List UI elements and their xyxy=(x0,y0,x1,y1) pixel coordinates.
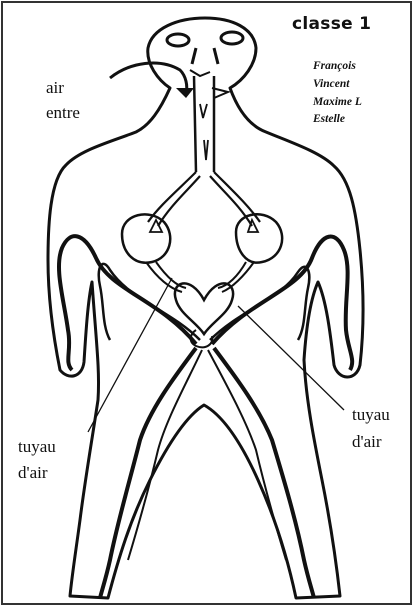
tube-left-label-line2: d'air xyxy=(18,463,48,483)
vessel-left-leg xyxy=(100,348,196,598)
vessel-right-leg xyxy=(214,348,314,598)
author-name: Estelle xyxy=(313,111,362,129)
nose xyxy=(192,48,218,64)
author-name: Maxime L xyxy=(313,94,362,112)
air-in-label-line2: entre xyxy=(46,103,80,123)
air-in-arrowhead-icon xyxy=(176,88,194,98)
vessel-left-arm-outer xyxy=(59,236,196,370)
air-in-arrow xyxy=(110,63,187,94)
nostril-detail xyxy=(190,70,210,76)
pointer-line-left xyxy=(88,278,172,432)
tube-left-label-line1: tuyau xyxy=(18,437,56,457)
lung-left xyxy=(122,214,170,262)
trachea-arrows xyxy=(200,104,208,160)
trachea xyxy=(194,76,214,172)
pulmonary-vessels xyxy=(146,262,254,292)
author-name: Vincent xyxy=(313,76,362,94)
air-in-label-line1: air xyxy=(46,78,64,98)
author-name: François xyxy=(313,58,362,76)
author-list: François Vincent Maxime L Estelle xyxy=(313,58,362,129)
tube-right-label-line1: tuyau xyxy=(352,405,390,425)
eye-left-icon xyxy=(167,34,189,46)
tube-right-label-line2: d'air xyxy=(352,432,382,452)
eye-right-icon xyxy=(221,32,243,44)
diagram-title: classe 1 xyxy=(292,15,371,35)
